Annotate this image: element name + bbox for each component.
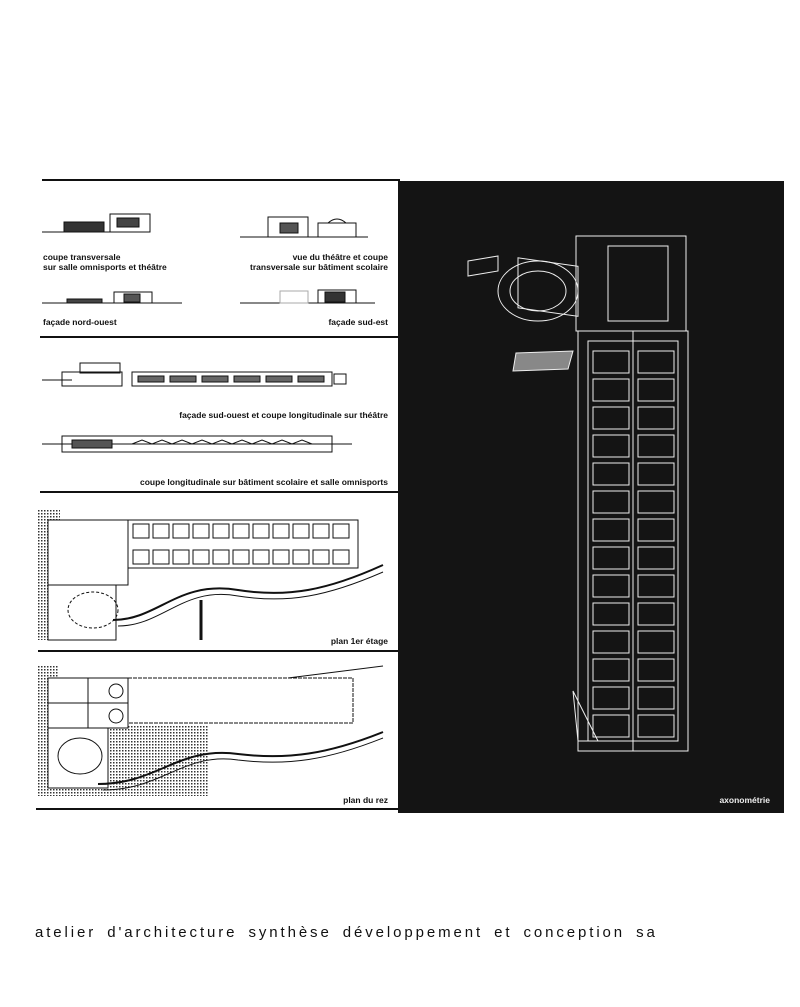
axonometry-drawing — [467, 235, 689, 752]
axonometry-cell — [637, 378, 675, 402]
panel-bottom-rule — [36, 808, 398, 810]
label-facade-sud-est: façade sud-est — [328, 317, 388, 327]
axonometry-cell — [592, 714, 630, 738]
axonometry-cell — [637, 658, 675, 682]
axonometry-cell — [592, 462, 630, 486]
axonometry-cell — [637, 630, 675, 654]
axonometry-cell — [637, 406, 675, 430]
label-line: coupe transversale — [43, 252, 121, 262]
label-line: sur salle omnisports et théâtre — [43, 262, 167, 272]
axonometry-cell — [637, 434, 675, 458]
facade-sud-est-drawing — [240, 289, 375, 304]
coupe-longitudinale-drawing — [42, 435, 352, 453]
axonometry-cell — [637, 574, 675, 598]
label-vue-theatre: vue du théâtre et coupe transversale sur… — [250, 252, 388, 272]
axonometry-cell — [592, 378, 630, 402]
label-facade-nord-ouest: façade nord-ouest — [43, 317, 117, 327]
axonometry-cell — [592, 574, 630, 598]
plan-etage-drawing — [38, 510, 384, 641]
panel-divider — [40, 491, 398, 493]
coupe-transversale-drawing — [42, 213, 151, 233]
axonometry-cell — [592, 630, 630, 654]
axonometry-cell — [592, 406, 630, 430]
footer-firm-name: atelier d'architecture synthèse développ… — [35, 924, 658, 941]
plan-rez-drawing — [38, 665, 384, 796]
axonometry-cell — [637, 546, 675, 570]
panel-divider — [38, 650, 398, 652]
axonometry-cell — [637, 518, 675, 542]
axonometry-cell — [592, 434, 630, 458]
axonometry-cell — [637, 714, 675, 738]
axonometry-cell — [592, 350, 630, 374]
panel-divider — [40, 336, 398, 338]
label-coupe-transversale: coupe transversale sur salle omnisports … — [43, 252, 167, 272]
facade-sud-ouest-drawing — [42, 362, 347, 387]
vue-theatre-drawing — [240, 216, 368, 238]
label-plan-rez: plan du rez — [343, 795, 388, 805]
axonometry-cell — [592, 658, 630, 682]
label-plan-etage: plan 1er étage — [330, 636, 388, 646]
axonometry-cell — [592, 490, 630, 514]
axonometry-cell — [592, 518, 630, 542]
axonometry-cell — [637, 490, 675, 514]
axonometry-panel: axonométrie — [398, 181, 784, 813]
axonometry-cell — [637, 602, 675, 626]
axonometry-cell — [637, 462, 675, 486]
label-facade-sud-ouest: façade sud-ouest et coupe longitudinale … — [179, 410, 388, 420]
axonometry-cell — [592, 602, 630, 626]
axonometry-cell — [592, 546, 630, 570]
label-line: transversale sur bâtiment scolaire — [250, 262, 388, 272]
axonometry-cell — [637, 686, 675, 710]
label-coupe-longitudinale: coupe longitudinale sur bâtiment scolair… — [140, 477, 388, 487]
label-axonometrie: axonométrie — [719, 795, 770, 805]
label-line: vue du théâtre et coupe — [292, 252, 388, 262]
facade-nord-ouest-drawing — [42, 291, 182, 304]
panel-top-rule — [42, 179, 400, 181]
axonometry-cell — [637, 350, 675, 374]
axonometry-cell — [592, 686, 630, 710]
